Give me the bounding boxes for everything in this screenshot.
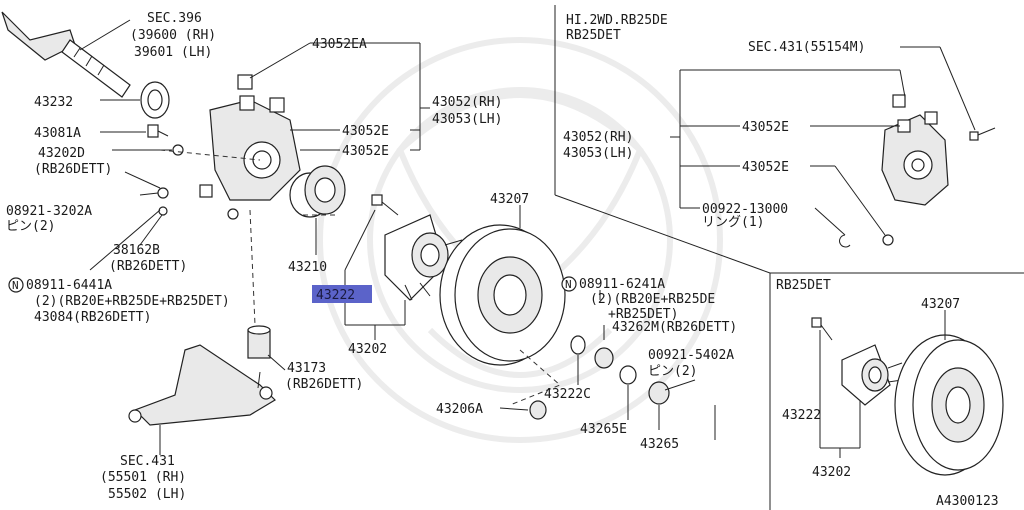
label-38162B[interactable]: 38162B xyxy=(113,243,160,258)
diagram-code: A4300123 xyxy=(936,494,999,509)
label-sec431-55154M[interactable]: SEC.431(55154M) xyxy=(748,40,865,55)
label-43232[interactable]: 43232 xyxy=(34,95,73,110)
label-00921[interactable]: 00921-5402A xyxy=(648,348,734,363)
label-39601[interactable]: 39601 (LH) xyxy=(134,45,212,60)
label-43052E-inset-2[interactable]: 43052E xyxy=(742,160,789,175)
label-43265[interactable]: 43265 xyxy=(640,437,679,452)
label-39600[interactable]: (39600 (RH) xyxy=(130,28,216,43)
label-43084[interactable]: 43084(RB26DETT) xyxy=(34,310,151,325)
lower-bushing xyxy=(247,325,271,359)
label-qty2-a: (2)(RB20E+RB25DE xyxy=(590,292,715,307)
inset-top-title-2: RB25DET xyxy=(566,28,621,43)
label-43206A[interactable]: 43206A xyxy=(436,402,483,417)
label-sec396[interactable]: SEC.396 xyxy=(147,11,202,26)
label-43222-highlighted[interactable]: 43222 xyxy=(316,288,355,303)
inset-bottom-title: RB25DET xyxy=(776,278,831,293)
lower-arm xyxy=(128,344,276,426)
inset-top-knuckle xyxy=(839,94,996,248)
leader-lines xyxy=(79,19,696,455)
n-circle-icon xyxy=(8,277,24,293)
label-43222C[interactable]: 43222C xyxy=(544,387,591,402)
label-55502[interactable]: 55502 (LH) xyxy=(108,487,186,502)
n-mark-2: N xyxy=(565,278,572,291)
label-pin2: ピン(2) xyxy=(6,219,55,234)
washer-small xyxy=(158,206,168,216)
label-43052E-2[interactable]: 43052E xyxy=(342,144,389,159)
label-00922[interactable]: 00922-13000 xyxy=(702,202,788,217)
inset-top-leaders xyxy=(670,46,976,236)
label-43202-inset[interactable]: 43202 xyxy=(812,465,851,480)
label-43207-inset[interactable]: 43207 xyxy=(921,297,960,312)
watermark-emblem xyxy=(317,37,723,443)
label-ring: リング(1) xyxy=(702,215,764,230)
label-43052E-1[interactable]: 43052E xyxy=(342,124,389,139)
n-circle-icon-2 xyxy=(561,276,577,292)
label-43262M[interactable]: 43262M(RB26DETT) xyxy=(612,320,737,335)
label-08911-6241A[interactable]: 08911-6241A xyxy=(579,277,665,292)
label-43265E[interactable]: 43265E xyxy=(580,422,627,437)
rear-knuckle xyxy=(199,74,301,220)
label-pin2b: ピン(2) xyxy=(648,364,697,379)
label-43207[interactable]: 43207 xyxy=(490,192,529,207)
inset-bottom-labels: RB25DET 43207 43222 43202 xyxy=(776,278,960,480)
n-mark: N xyxy=(12,279,19,292)
label-43052rh[interactable]: 43052(RH) xyxy=(432,95,502,110)
label-43202D[interactable]: 43202D xyxy=(38,146,85,161)
bolt-small xyxy=(147,124,169,138)
label-rb26-2: (RB26DETT) xyxy=(109,259,187,274)
label-rb26-1: (RB26DETT) xyxy=(34,162,112,177)
label-43202[interactable]: 43202 xyxy=(348,342,387,357)
label-43052EA[interactable]: 43052EA xyxy=(312,37,367,52)
main-labels: SEC.396 (39600 (RH) 39601 (LH) 43232 430… xyxy=(6,11,737,502)
label-43053lh[interactable]: 43053(LH) xyxy=(432,112,502,127)
small-parts xyxy=(529,335,716,440)
nut-small xyxy=(157,187,169,199)
hub-bearing xyxy=(289,165,346,218)
label-08911-6441A[interactable]: 08911-6441A xyxy=(26,278,112,293)
label-55501[interactable]: (55501 (RH) xyxy=(100,470,186,485)
inset-bottom-rotor xyxy=(894,334,1004,476)
inset-bottom-leaders xyxy=(819,310,946,458)
inset-top-title-1: HI.2WD.RB25DE xyxy=(566,13,668,28)
drive-shaft xyxy=(1,11,131,98)
label-43052E-inset-1[interactable]: 43052E xyxy=(742,120,789,135)
label-43210[interactable]: 43210 xyxy=(288,260,327,275)
oil-seal xyxy=(140,81,170,119)
label-08921[interactable]: 08921-3202A xyxy=(6,204,92,219)
label-43173[interactable]: 43173 xyxy=(287,361,326,376)
label-rb26-3: (RB26DETT) xyxy=(285,377,363,392)
inset-top-labels: HI.2WD.RB25DE RB25DET SEC.431(55154M) 43… xyxy=(563,13,865,230)
label-43222-inset[interactable]: 43222 xyxy=(782,408,821,423)
washer xyxy=(172,144,184,156)
label-sec431[interactable]: SEC.431 xyxy=(120,454,175,469)
brake-rotor xyxy=(439,224,566,366)
hub-bolt xyxy=(371,194,399,216)
rear-hub xyxy=(384,214,465,301)
highlight-box xyxy=(312,285,372,303)
inset-frames xyxy=(554,5,1024,510)
label-43052rh-inset[interactable]: 43052(RH) xyxy=(563,130,633,145)
label-43081A[interactable]: 43081A xyxy=(34,126,81,141)
label-qty2-b: +RB25DET) xyxy=(608,307,678,322)
inset-bottom-hub xyxy=(811,317,903,406)
label-qty-rb20: (2)(RB20E+RB25DE+RB25DET) xyxy=(34,294,230,309)
label-43053lh-inset[interactable]: 43053(LH) xyxy=(563,146,633,161)
